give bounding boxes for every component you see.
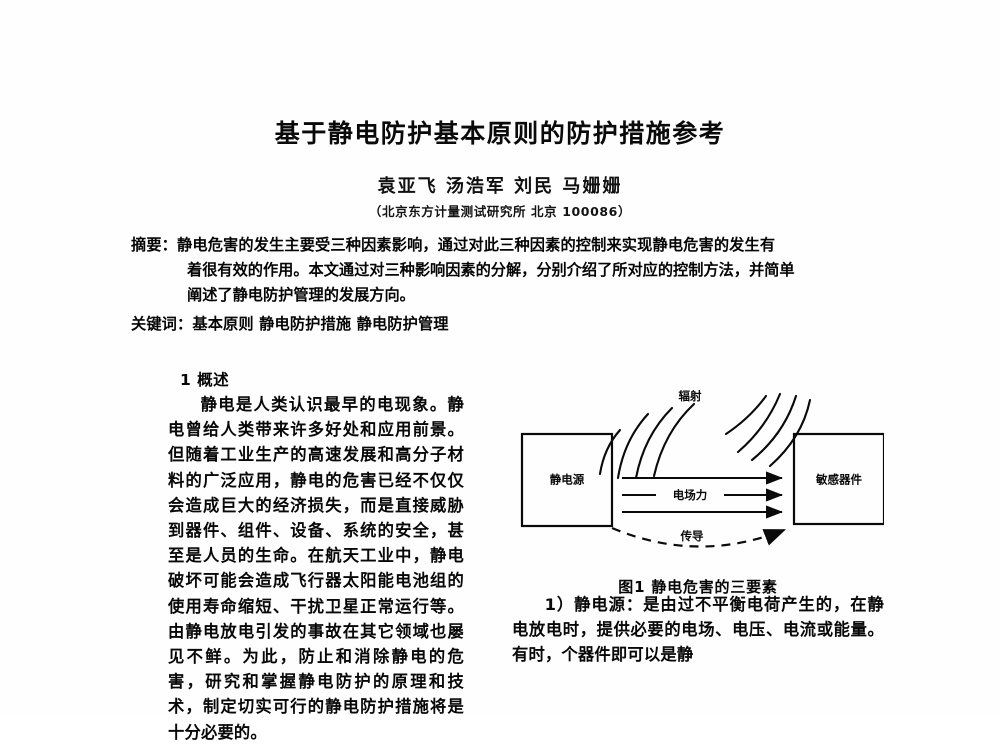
- sensitive-device-box-label: 敏感器件: [815, 473, 862, 487]
- field-force-arrows: [622, 471, 783, 519]
- radiation-arcs-right: [724, 392, 812, 468]
- static-source-box-label: 静电源: [550, 473, 585, 487]
- field-force-label: 电场力: [673, 488, 708, 502]
- static-source-box: [520, 432, 614, 528]
- scanned-document-page: 基于静电防护基本原则的防护措施参考 袁亚飞 汤浩军 刘民 马姗姗 （北京东方计量…: [131, 119, 884, 742]
- overview-paragraph: 静电是人类认识最早的电现象。静电曾给人类带来许多好处和应用前景。但随着工业生产的…: [168, 395, 464, 742]
- affiliation-line: （北京东方计量测试研究所 北京 100086）: [368, 204, 632, 219]
- conduction-label: 传导: [680, 529, 704, 543]
- figure-1-graphic: 静电源 敏感器件 辐射: [520, 389, 884, 548]
- abstract-label: 摘要：: [131, 236, 178, 254]
- keywords-label: 关键词：: [131, 315, 193, 333]
- keywords-text: 基本原则 静电防护措施 静电防护管理: [192, 315, 449, 333]
- conduction-dashed-arc: [611, 526, 787, 548]
- abstract-text-line-2: 着很有效的作用。本文通过对三种影响因素的分解，分别介绍了所对应的控制方法，并简单: [187, 261, 795, 279]
- abstract-first-line: 摘要： 静电危害的发生主要受三种因素影响，通过对此三种因素的控制来实现静电危害的…: [131, 233, 871, 258]
- figure-1: 静电源 敏感器件 辐射: [512, 352, 884, 596]
- keywords-row: 关键词： 基本原则 静电防护措施 静电防护管理: [131, 312, 871, 337]
- sensitive-device-box: [792, 432, 884, 526]
- abstract-block: 摘要： 静电危害的发生主要受三种因素影响，通过对此三种因素的控制来实现静电危害的…: [131, 233, 871, 337]
- radiation-label: 辐射: [679, 389, 702, 403]
- radiation-arcs-left: [598, 402, 696, 480]
- left-column: 1 概述 静电是人类认识最早的电现象。静电曾给人类带来许多好处和应用前景。但随着…: [168, 368, 464, 745]
- abstract-text-line-3: 阐述了静电防护管理的发展方向。: [187, 286, 415, 304]
- section-heading-overview: 1 概述: [180, 371, 230, 389]
- abstract-text-line-1: 静电危害的发生主要受三种因素影响，通过对此三种因素的控制来实现静电危害的发生有: [177, 236, 776, 254]
- page-title: 基于静电防护基本原则的防护措施参考: [274, 119, 726, 148]
- right-column: 静电源 敏感器件 辐射: [512, 352, 884, 684]
- figure-1-caption: 图1 静电危害的三要素: [618, 578, 778, 596]
- author-list: 袁亚飞 汤浩军 刘民 马姗姗: [377, 176, 623, 197]
- item-one-paragraph: 1）静电源：是由过不平衡电荷产生的，在静电放电时，提供必要的电场、电压、电流或能…: [512, 595, 884, 665]
